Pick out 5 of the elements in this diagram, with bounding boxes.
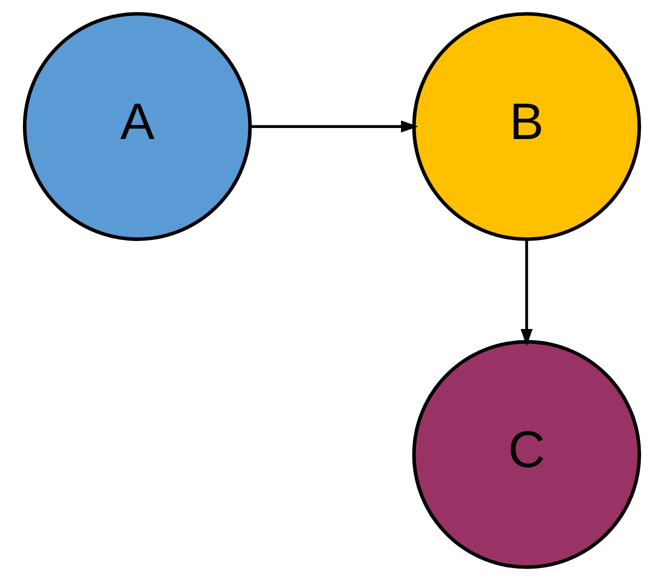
node-circle: C: [412, 340, 641, 569]
arrow: [250, 120, 418, 133]
node-circle: B: [412, 12, 641, 241]
node-circle: A: [22, 12, 252, 241]
arrow: [520, 239, 532, 346]
